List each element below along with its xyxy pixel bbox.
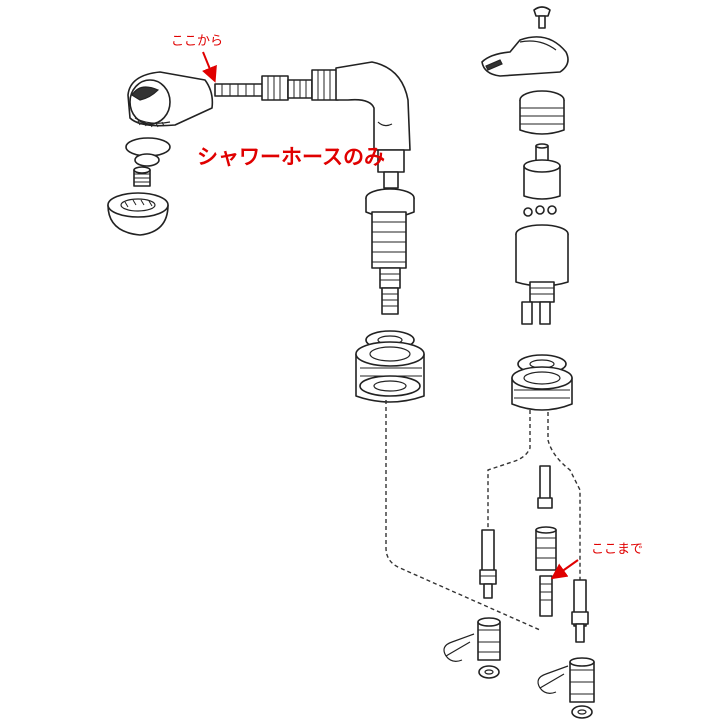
shower-head-nut bbox=[107, 192, 169, 236]
shower-hose-only-label: シャワーホースのみ bbox=[197, 145, 385, 169]
stop-valve-left bbox=[477, 617, 501, 679]
handle-cap bbox=[519, 90, 565, 135]
supply-pipe-center-upper bbox=[537, 465, 553, 509]
end-point-label: ここまで bbox=[591, 542, 644, 557]
shower-head-adapter bbox=[133, 166, 151, 187]
supply-pipe-center-lower bbox=[539, 575, 553, 617]
clip-left bbox=[443, 633, 475, 662]
spout bbox=[335, 61, 411, 189]
spout-mount-washers bbox=[355, 330, 425, 403]
shower-head bbox=[127, 71, 214, 128]
start-arrow bbox=[202, 51, 217, 83]
valve-mount-washers bbox=[511, 354, 573, 411]
end-arrow bbox=[550, 559, 579, 580]
supply-hoses bbox=[385, 400, 581, 631]
lever-screw bbox=[533, 6, 551, 29]
clip-right bbox=[537, 665, 569, 694]
shower-head-gasket bbox=[125, 137, 171, 167]
supply-pipe-right bbox=[571, 579, 589, 643]
coupling-center bbox=[535, 526, 557, 571]
cartridge bbox=[523, 143, 561, 217]
spout-base bbox=[365, 188, 415, 315]
stop-valve-right bbox=[569, 657, 595, 719]
supply-pipe-left bbox=[479, 529, 497, 599]
valve-body bbox=[515, 224, 569, 325]
start-point-label: ここから bbox=[171, 34, 224, 49]
lever-handle bbox=[481, 36, 569, 77]
shower-hose-connector bbox=[214, 69, 339, 101]
